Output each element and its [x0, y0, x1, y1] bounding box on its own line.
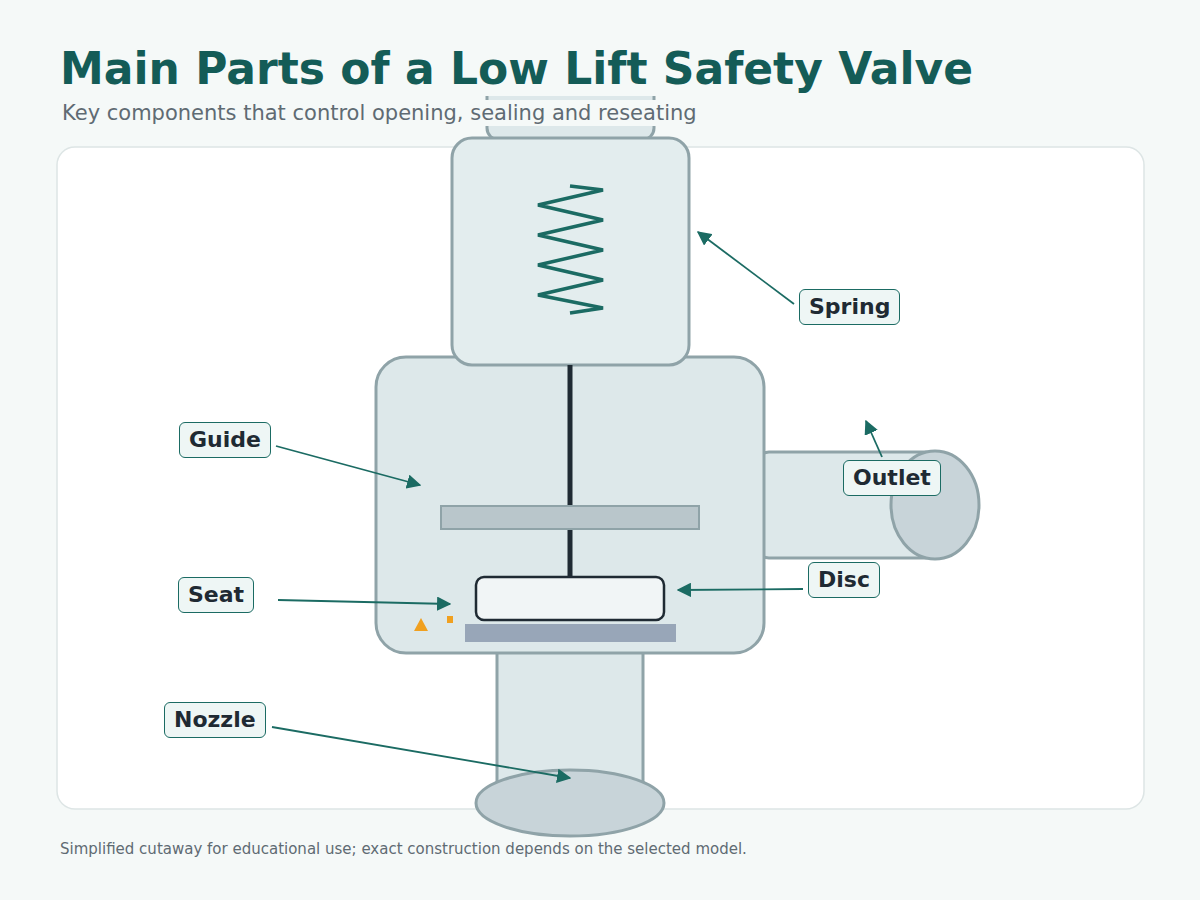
- part-label-box: Nozzle: [164, 702, 266, 738]
- caption: Simplified cutaway for educational use; …: [60, 840, 747, 858]
- spring-coil: [538, 186, 603, 313]
- bonnet: [452, 138, 689, 365]
- part-label-box: Spring: [799, 289, 900, 325]
- part-label-box: Disc: [808, 562, 880, 598]
- part-name: Disc: [818, 566, 870, 594]
- marker-dot: [447, 616, 453, 623]
- warning-marker: [414, 618, 428, 631]
- guide-plate: [441, 506, 699, 529]
- nozzle-opening: [476, 770, 664, 836]
- title: Main Parts of a Low Lift Safety Valve: [60, 42, 973, 96]
- part-label-box: Guide: [179, 422, 271, 458]
- leader-line: [698, 232, 794, 304]
- part-name: Outlet: [853, 464, 931, 492]
- valve-body: [376, 357, 764, 653]
- subtitle: Key components that control opening, sea…: [62, 100, 697, 126]
- leader-line: [272, 727, 570, 778]
- leader-line: [278, 600, 450, 604]
- leader-line: [866, 421, 882, 457]
- valve-disc: [476, 577, 664, 620]
- part-name: Nozzle: [174, 706, 256, 734]
- part-label-box: Seat: [178, 577, 254, 613]
- part-label-box: Outlet: [843, 460, 941, 496]
- part-name: Spring: [809, 293, 890, 321]
- valve-seat: [465, 624, 676, 642]
- leader-line: [276, 446, 420, 485]
- part-name: Seat: [188, 581, 244, 609]
- part-name: Guide: [189, 426, 261, 454]
- valve-stem: [568, 365, 573, 578]
- leader-line: [678, 589, 803, 590]
